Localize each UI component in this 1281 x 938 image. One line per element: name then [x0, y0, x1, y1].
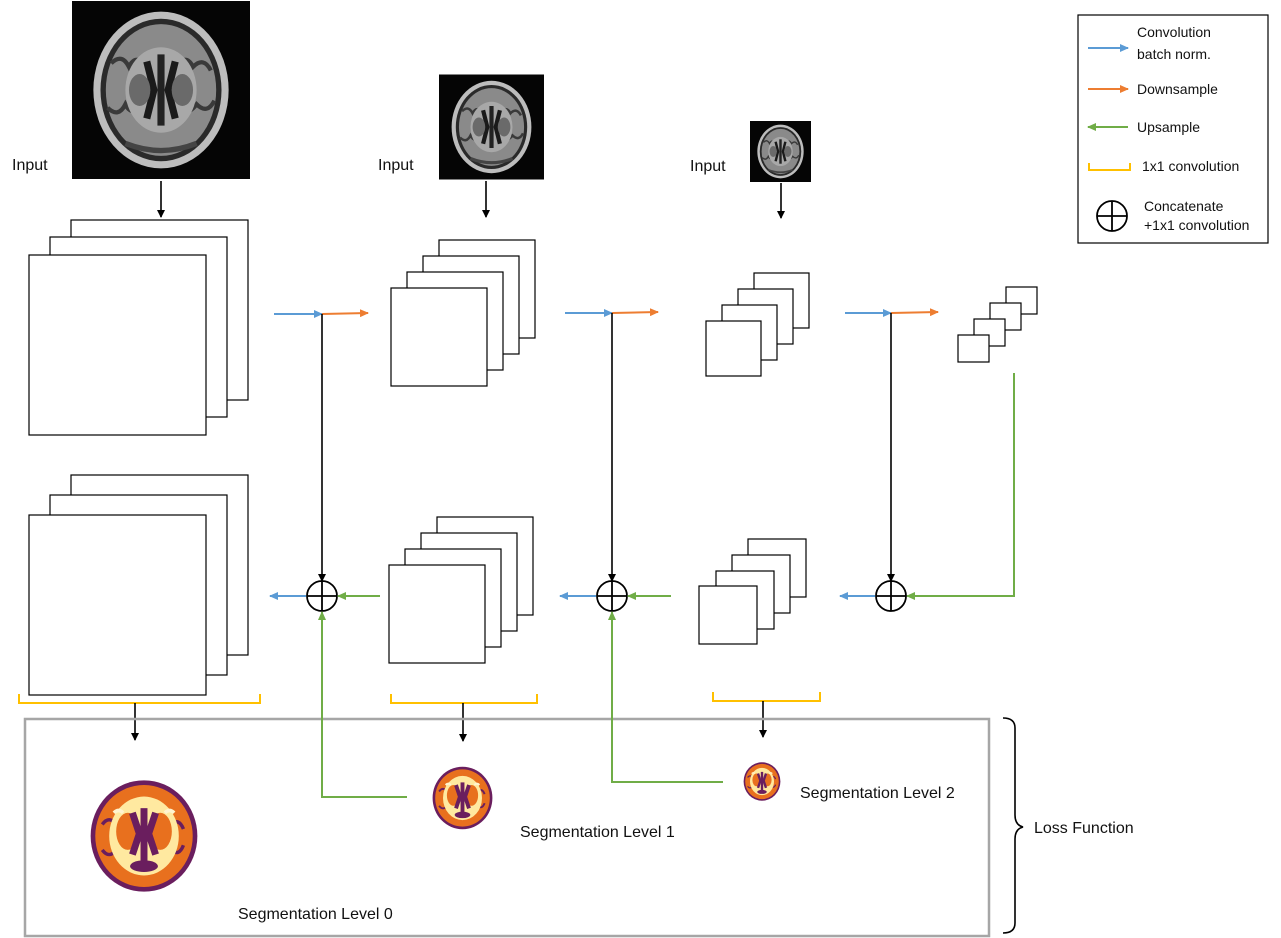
encoder-stack-level-0	[28, 219, 249, 436]
decoder-stack-level-2	[698, 538, 807, 645]
loss-function-box	[23, 717, 991, 938]
legend-conv-line1: Convolution	[1137, 24, 1211, 40]
upsample-seg-level-2	[608, 611, 723, 783]
conv-down-arrow-1	[565, 308, 659, 317]
segmentation-map-level-0	[91, 780, 198, 891]
encoder-stack-level-3	[957, 286, 1038, 363]
loss-brace	[1002, 717, 1024, 934]
decoder-stack-level-1	[388, 516, 534, 664]
legend-up-label: Upsample	[1137, 119, 1200, 135]
seg-level-2-label: Segmentation Level 2	[800, 785, 955, 802]
segmentation-map-level-1	[433, 767, 493, 829]
conv-down-arrow-0	[274, 309, 369, 318]
conv-down-arrow-2	[845, 308, 939, 317]
concat-icon-1	[596, 580, 628, 612]
decoder-stack-level-0	[28, 474, 249, 696]
encoder-stack-level-1	[390, 239, 536, 387]
one-by-one-bracket-0	[18, 694, 261, 704]
input-image-level-0	[72, 1, 250, 179]
upsample-path-level-3	[906, 373, 1015, 600]
legend: Convolution batch norm. Downsample Upsam…	[1077, 14, 1269, 244]
input-image-level-2	[750, 121, 811, 182]
legend-conv-line2: batch norm.	[1137, 46, 1211, 62]
loss-function-label: Loss Function	[1034, 820, 1134, 837]
legend-concat-line2: +1x1 convolution	[1144, 217, 1249, 233]
segmentation-map-level-2	[742, 760, 782, 803]
input-label-level-0: Input	[12, 157, 48, 174]
one-by-one-bracket-2	[712, 692, 821, 702]
input-image-level-1	[439, 75, 544, 180]
concat-icon-2	[875, 580, 907, 612]
input-label-level-1: Input	[378, 157, 414, 174]
concat-icon-0	[306, 580, 338, 612]
input-label-level-2: Input	[690, 158, 726, 175]
upsample-seg-level-1	[318, 611, 407, 798]
legend-concat-line1: Concatenate	[1144, 198, 1224, 214]
seg-level-1-label: Segmentation Level 1	[520, 824, 675, 841]
one-by-one-bracket-1	[390, 694, 538, 704]
legend-down-label: Downsample	[1137, 81, 1218, 97]
legend-bracket-icon	[1088, 163, 1131, 171]
legend-concat-icon	[1096, 200, 1128, 232]
legend-one-by-one-label: 1x1 convolution	[1142, 158, 1239, 174]
encoder-stack-level-2	[705, 272, 810, 377]
seg-level-0-label: Segmentation Level 0	[238, 906, 393, 923]
